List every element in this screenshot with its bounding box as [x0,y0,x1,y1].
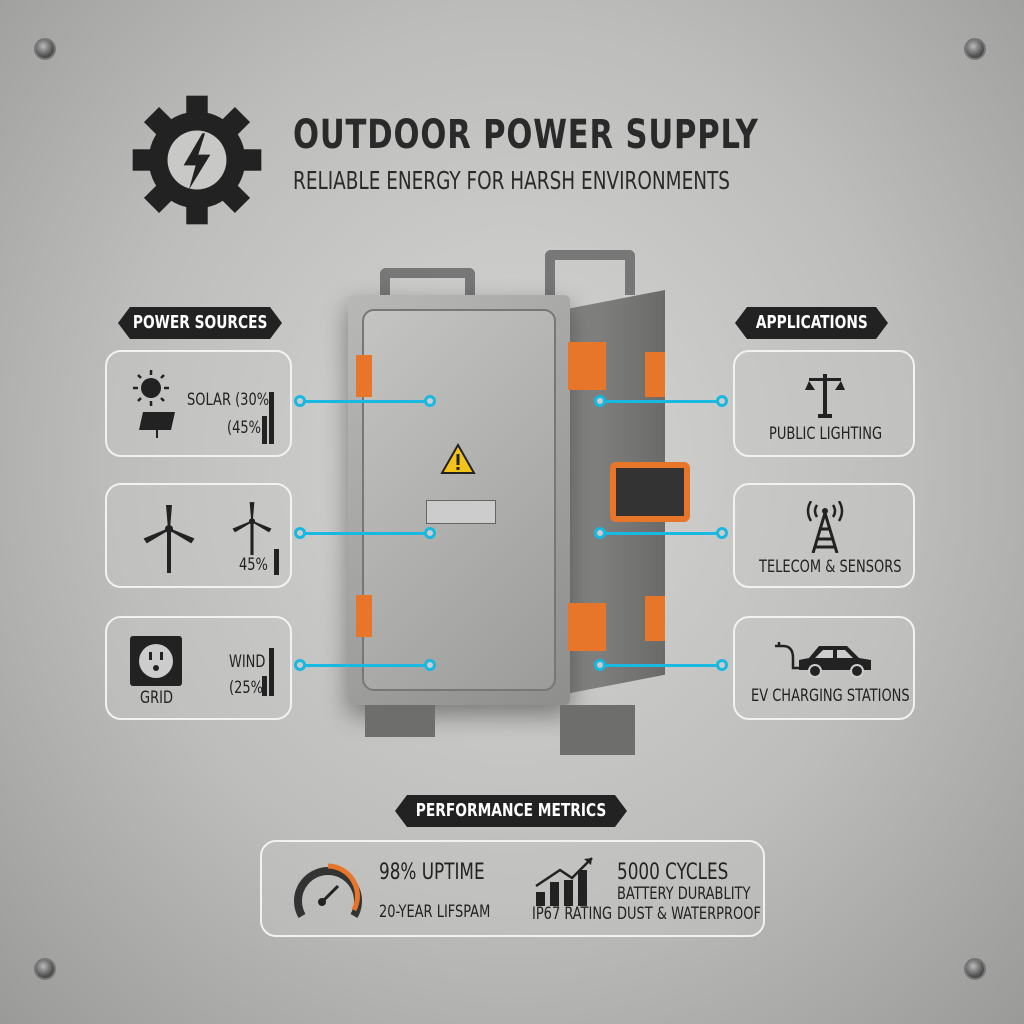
radio-tower-icon [806,501,844,553]
page-title: OUTDOOR POWER SUPPLY [293,112,759,158]
screw [964,958,986,980]
public-lighting-label: PUBLIC LIGHTING [769,424,883,444]
latch [568,603,606,651]
level-bar [262,676,267,696]
connector-line [300,664,430,667]
level-bar [262,416,267,444]
bar-chart-growth-icon [535,857,593,906]
telecom-label: TELECOM & SENSORS [759,557,902,577]
latch [645,352,665,397]
ev-car-icon [775,642,871,678]
wind-turbine-icon [143,505,195,573]
page-subtitle: RELIABLE ENERGY FOR HARSH ENVIRONMENTS [293,166,730,195]
power-outlet-icon [130,636,182,686]
connector-line [600,664,722,667]
device-connector [610,462,690,522]
latch [568,342,606,390]
device-foot [365,705,435,737]
connector-line [300,400,430,403]
waterproof-label: DUST & WATERPROOF [617,904,761,924]
street-lamp-icon [805,374,845,418]
sun-solar-panel-icon [133,370,175,438]
connector-line [300,532,430,535]
connector-line [600,532,722,535]
wind-turbine-icon [232,502,272,556]
application-telecom: TELECOM & SENSORS [733,483,915,588]
speedometer-icon [294,863,362,918]
durability-label: BATTERY DURABLITY [617,884,751,904]
device-handle [545,250,635,295]
device-foot [560,705,635,755]
hinge [356,595,372,637]
screw [34,958,56,980]
performance-metrics-card: 98% UPTIME 20-YEAR LIFSPAM IP67 RATING 5… [260,840,765,937]
cycles-value: 5000 CYCLES [617,860,729,885]
power-source-grid: GRID WIND (25% [105,616,292,720]
ev-charging-label: EV CHARGING STATIONS [751,686,910,706]
gear-lightning-icon [132,95,262,225]
level-bar [269,392,274,444]
power-sources-heading: POWER SOURCES [118,307,282,339]
hinge [356,355,372,397]
screw [964,38,986,60]
applications-heading: APPLICATIONS [735,307,888,339]
power-source-solar: SOLAR (30%) (45% [105,350,292,457]
connector-line [600,400,722,403]
screw [34,38,56,60]
lifespan-value: 20-YEAR LIFSPAM [379,902,491,922]
grid-value: (25% [229,678,263,698]
device-handle [380,268,475,308]
solar-label: SOLAR (30%) [187,390,275,410]
application-public-lighting: PUBLIC LIGHTING [733,350,915,457]
wind-label: WIND [229,652,266,672]
latch [645,596,665,641]
uptime-value: 98% UPTIME [379,860,485,885]
ip-rating: IP67 RATING [532,904,613,924]
device-nameplate [426,500,496,524]
grid-label: GRID [140,688,173,708]
power-source-wind: 45% [105,483,292,588]
performance-metrics-heading: PERFORMANCE METRICS [395,795,627,827]
solar-value: (45% [227,418,261,438]
level-bar [274,549,279,575]
device-body [348,295,570,705]
wind-value: 45% [239,555,268,575]
application-ev-charging: EV CHARGING STATIONS [733,616,915,720]
level-bar [269,648,274,696]
warning-triangle-icon [440,443,476,474]
